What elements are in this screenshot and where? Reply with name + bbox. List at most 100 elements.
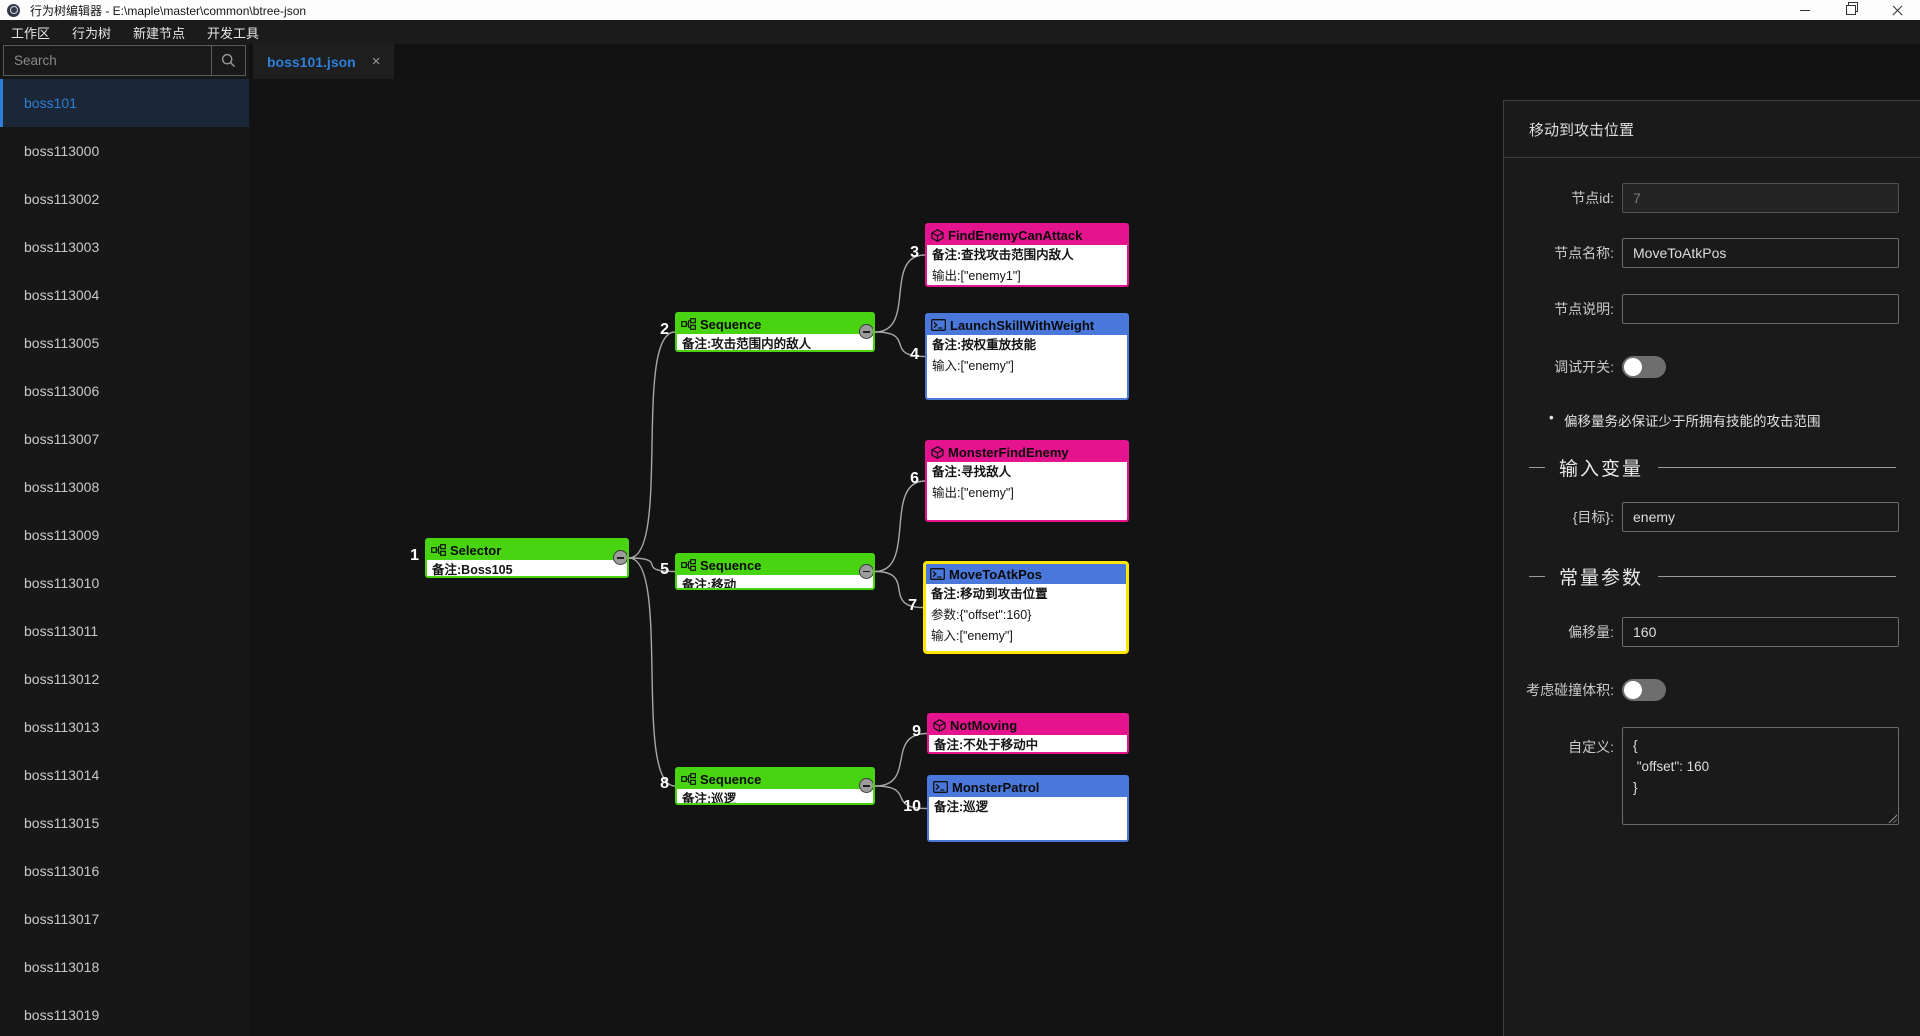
sidebar-item-boss113019[interactable]: boss113019 (24, 1007, 100, 1023)
sidebar-item-boss113009[interactable]: boss113009 (24, 527, 100, 543)
sidebar-item-boss113007[interactable]: boss113007 (24, 431, 100, 447)
terminal-icon (933, 781, 948, 793)
node-id-field (1622, 183, 1899, 213)
offset-field[interactable] (1622, 617, 1899, 647)
node-title: Sequence (700, 557, 762, 573)
tab-bar: boss101.json × (249, 44, 1920, 79)
node-number: 2 (660, 321, 669, 338)
edge-path (874, 570, 924, 609)
node-out-port[interactable] (859, 563, 873, 579)
node-line: 备注:不处于移动中 (934, 738, 1039, 752)
close-icon (1892, 5, 1903, 16)
node-name-field[interactable] (1622, 238, 1899, 268)
search-input[interactable] (4, 46, 211, 75)
sidebar-item-boss101[interactable]: boss101 (0, 79, 249, 127)
offset-label: 偏移量: (1568, 624, 1614, 640)
menu-bar: 工作区 行为树 新建节点 开发工具 (0, 20, 1920, 44)
sidebar-item-boss113005[interactable]: boss113005 (24, 335, 100, 351)
custom-field[interactable]: { "offset": 160 } (1622, 727, 1899, 825)
node-number: 8 (660, 775, 669, 792)
tree-icon (681, 318, 696, 330)
node-number: 4 (910, 345, 919, 363)
node-line: 备注:攻击范围内的敌人 (682, 337, 812, 351)
node-number: 7 (908, 596, 917, 614)
menu-item[interactable]: 新建节点 (133, 25, 186, 41)
node-id-label: 节点id: (1571, 190, 1614, 206)
search-area (0, 44, 249, 79)
sidebar-item-boss113016[interactable]: boss113016 (24, 863, 100, 879)
node-out-port[interactable] (613, 550, 627, 565)
node-name-label: 节点名称: (1554, 245, 1614, 261)
section-rule (1658, 576, 1896, 577)
debug-row: 调试开关: (1504, 356, 1920, 378)
search-button[interactable] (211, 46, 245, 75)
target-row: {目标}: (1504, 502, 1920, 532)
minimize-button[interactable] (1782, 0, 1828, 20)
tab-boss101-json[interactable]: boss101.json × (253, 44, 395, 79)
edge-path (628, 557, 676, 787)
node-out-port[interactable] (859, 778, 873, 793)
sidebar-item-boss113002[interactable]: boss113002 (24, 191, 100, 207)
menu-item[interactable]: 行为树 (72, 25, 112, 41)
node-title: MonsterPatrol (952, 779, 1040, 795)
sidebar-item-boss113014[interactable]: boss113014 (24, 767, 100, 783)
node-number: 3 (910, 244, 919, 261)
debug-toggle[interactable] (1622, 356, 1666, 378)
menu-item[interactable]: 开发工具 (207, 25, 260, 41)
node-out-port[interactable] (859, 324, 873, 339)
target-field[interactable] (1622, 502, 1899, 532)
sidebar-item-boss113018[interactable]: boss113018 (24, 959, 100, 975)
node-title: FindEnemyCanAttack (948, 227, 1083, 243)
tab-label: boss101.json (267, 53, 356, 70)
sidebar-item-boss113013[interactable]: boss113013 (24, 719, 100, 735)
collision-toggle[interactable] (1622, 679, 1666, 701)
sidebar-item-boss113012[interactable]: boss113012 (24, 671, 100, 687)
sidebar-item-boss113011[interactable]: boss113011 (24, 623, 99, 639)
node-title: MonsterFindEnemy (948, 444, 1069, 460)
cube-icon (931, 228, 944, 242)
node-line: 备注:Boss105 (432, 563, 513, 577)
node-line: 备注:查找攻击范围内敌人 (932, 248, 1074, 262)
toggle-knob (1624, 681, 1642, 699)
tab-close-icon[interactable]: × (371, 53, 381, 70)
target-label: {目标}: (1572, 509, 1614, 525)
collision-row: 考虑碰撞体积: (1504, 679, 1920, 701)
resize-handle-icon[interactable] (1887, 813, 1897, 823)
section-title: 输入变量 (1559, 459, 1644, 480)
node-number: 9 (912, 722, 921, 740)
section-const-params: 常量参数 (1504, 563, 1920, 590)
sidebar-item-boss113003[interactable]: boss113003 (24, 239, 100, 255)
close-button[interactable] (1874, 0, 1920, 20)
edge-path (874, 254, 926, 333)
sidebar-item-boss113004[interactable]: boss113004 (24, 287, 100, 303)
node-title: MoveToAtkPos (949, 566, 1042, 582)
sidebar-item-boss113015[interactable]: boss113015 (24, 815, 100, 831)
node-desc-field[interactable] (1622, 294, 1899, 324)
sidebar-item-boss113000[interactable]: boss113000 (24, 143, 100, 159)
sidebar-item-boss113006[interactable]: boss113006 (24, 383, 100, 399)
toggle-knob (1624, 358, 1642, 376)
window-title: 行为树编辑器 - E:\maple\master\common\btree-js… (30, 3, 307, 18)
app-icon (7, 3, 20, 17)
restore-button[interactable] (1828, 0, 1874, 20)
restore-icon (1846, 2, 1858, 15)
node-title: Selector (450, 542, 502, 558)
tree-node-Selector[interactable]: Selector 备注:Boss105 (425, 538, 629, 578)
menu-item[interactable]: 工作区 (11, 25, 51, 41)
node-line: 备注:寻找敌人 (932, 465, 1012, 479)
sidebar-item-boss113008[interactable]: boss113008 (24, 479, 100, 495)
node-line: 备注:移动到攻击位置 (931, 587, 1048, 601)
edge-path (874, 732, 928, 787)
sidebar-item-boss113010[interactable]: boss113010 (24, 575, 100, 591)
sidebar-item-boss113017[interactable]: boss113017 (24, 911, 100, 927)
